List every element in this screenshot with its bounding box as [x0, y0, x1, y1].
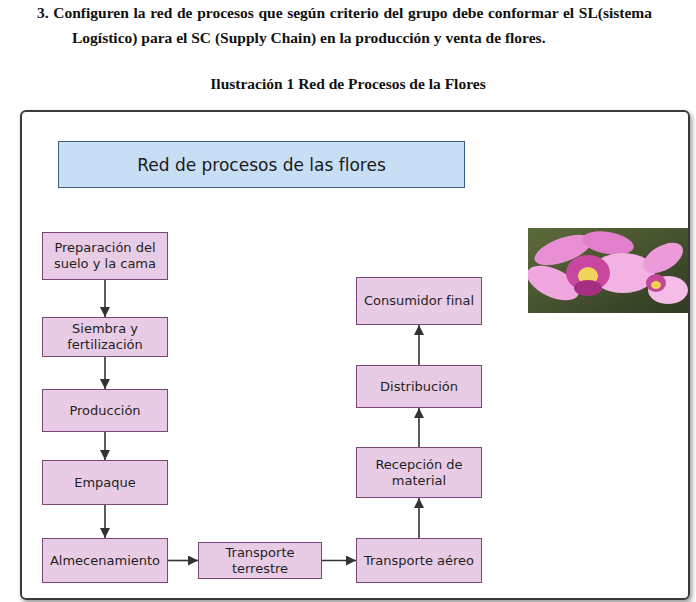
- process-box: Producción: [42, 389, 168, 432]
- process-label: Producción: [69, 403, 140, 419]
- process-box: Empaque: [42, 460, 168, 505]
- flow-arrow: [104, 280, 106, 317]
- process-box: Preparación del suelo y la cama: [42, 232, 168, 280]
- process-label: Siembra y fertilización: [49, 321, 161, 353]
- process-label: Transporte terrestre: [205, 545, 315, 577]
- process-box: Almecenamiento: [42, 538, 168, 583]
- flow-arrow: [168, 560, 198, 562]
- flow-arrow: [418, 325, 420, 365]
- process-box: Siembra y fertilización: [42, 317, 168, 357]
- instruction-text: 3. Configuren la red de procesos que seg…: [37, 0, 652, 50]
- process-label: Preparación del suelo y la cama: [49, 240, 161, 272]
- process-label: Transporte aéreo: [364, 553, 474, 569]
- process-label: Distribución: [380, 379, 458, 395]
- process-box: Distribución: [356, 365, 482, 408]
- process-box: Transporte terrestre: [198, 542, 322, 579]
- process-label: Consumidor final: [364, 293, 474, 309]
- flow-arrow: [104, 432, 106, 460]
- process-box: Consumidor final: [356, 277, 482, 325]
- orchid-flower: [528, 228, 688, 308]
- figure-caption: Ilustración 1 Red de Procesos de la Flor…: [0, 75, 696, 93]
- flow-arrow: [104, 505, 106, 538]
- flow-arrow: [104, 357, 106, 389]
- process-box: Recepción de material: [356, 447, 482, 498]
- process-label: Almecenamiento: [50, 553, 160, 569]
- orchid-photo: [528, 228, 688, 313]
- flow-arrow: [322, 560, 356, 562]
- title-text: Red de procesos de las flores: [137, 155, 386, 175]
- process-box: Transporte aéreo: [356, 538, 482, 583]
- flow-arrow: [418, 498, 420, 538]
- process-label: Empaque: [74, 475, 136, 491]
- process-label: Recepción de material: [363, 457, 475, 489]
- flow-arrow: [418, 408, 420, 447]
- title-box: Red de procesos de las flores: [58, 141, 465, 188]
